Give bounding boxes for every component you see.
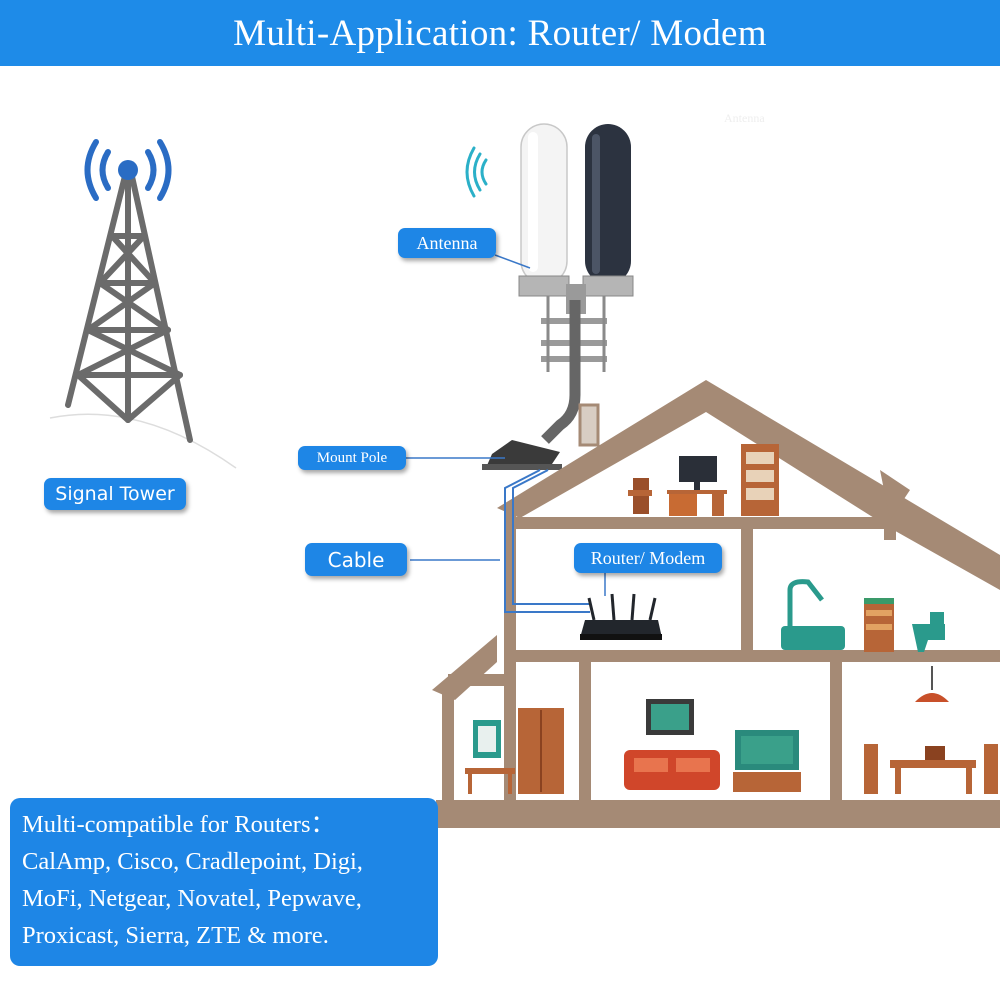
signal-waves-icon [465,146,488,198]
compat-line: MoFi, Netgear, Novatel, Pepwave, [22,885,362,912]
compatibility-box: Multi-compatible for Routers： CalAmp, Ci… [10,798,438,966]
page-title: Multi-Application: Router/ Modem [233,12,767,54]
antenna-icon [482,123,634,470]
signal-tower-icon [49,139,237,469]
antenna-label: Antenna [398,228,496,258]
compat-line: CalAmp, Cisco, Cradlepoint, Digi, [22,848,363,875]
house-icon [432,380,1000,828]
cable-label: Cable [305,543,407,576]
signal-tower-label: Signal Tower [44,478,186,510]
mount-pole-label: Mount Pole [298,446,406,470]
compat-heading: Multi-compatible for Routers： [22,811,335,838]
compat-line: Proxicast, Sierra, ZTE & more. [22,922,329,949]
watermark-text: Antenna [724,111,765,125]
router-modem-label: Router/ Modem [574,543,722,573]
page-header: Multi-Application: Router/ Modem [0,0,1000,66]
router-icon [580,593,662,640]
